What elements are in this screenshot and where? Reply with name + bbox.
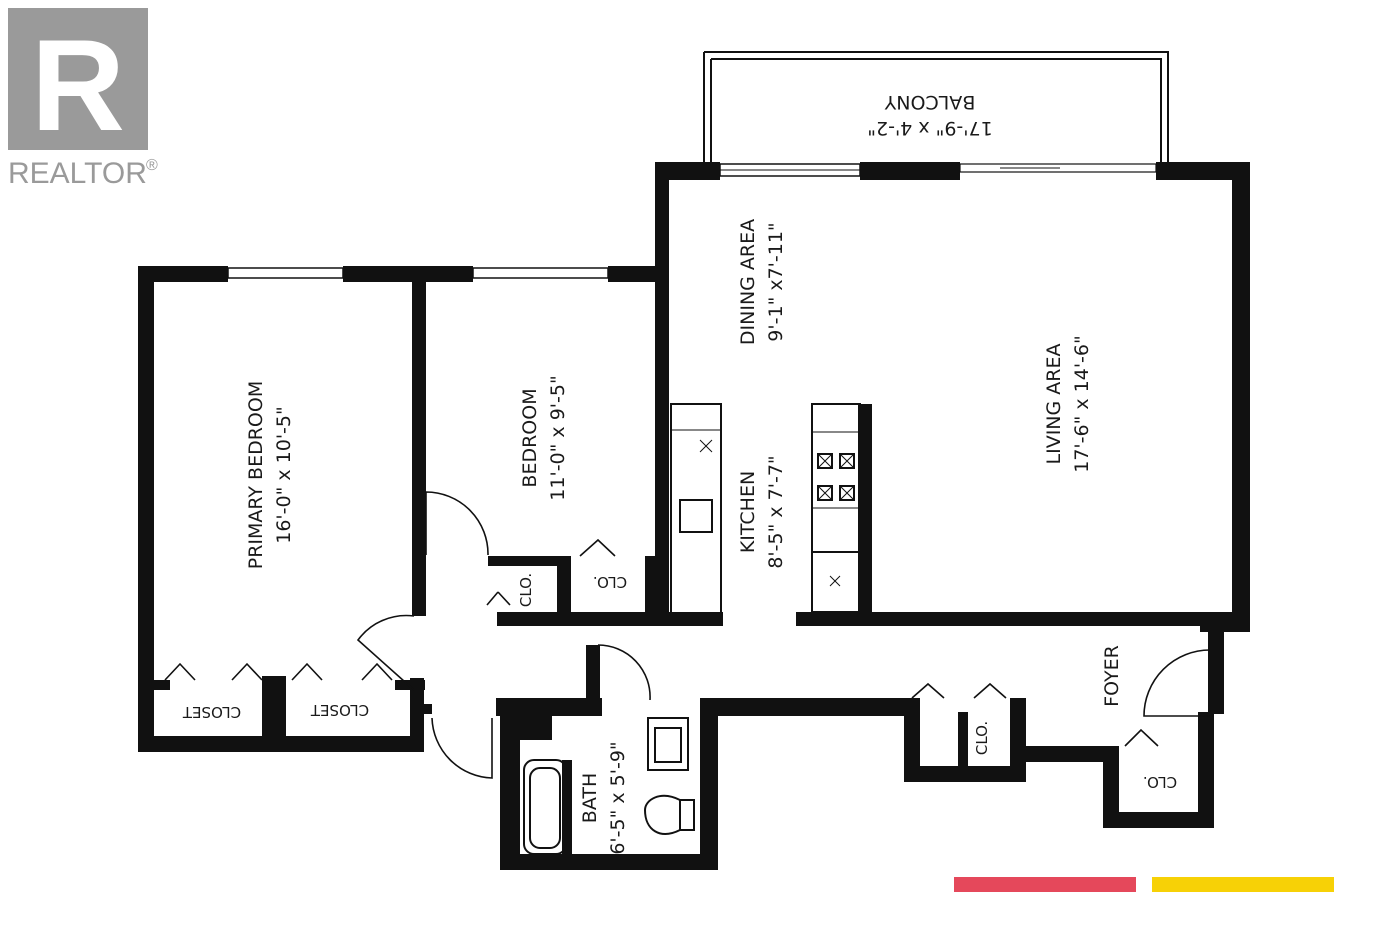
bath-name: BATH (579, 773, 601, 823)
kitchen-dims: 8'-5" x 7'-7" (765, 455, 787, 568)
accent-bar-yellow (1152, 877, 1334, 892)
bedroom-name: BEDROOM (519, 388, 541, 487)
primary-bedroom-label: PRIMARY BEDROOM 16'-0" x 10'-5" (245, 381, 295, 569)
clo-label-2: CLO. (593, 573, 627, 591)
primary-bedroom-name: PRIMARY BEDROOM (245, 381, 267, 569)
kitchen-fixtures (670, 403, 861, 615)
svg-text:CLO.: CLO. (593, 573, 627, 591)
balcony-name: BALCONY (884, 91, 975, 113)
dining-name: DINING AREA (737, 219, 759, 345)
accent-bar-red (954, 877, 1136, 892)
foyer-label: FOYER (1101, 645, 1123, 707)
closet-label-2: CLOSET (310, 701, 369, 719)
bedroom-dims: 11'-0" x 9'-5" (547, 375, 569, 500)
living-label: LIVING AREA 17'-6" x 14'-6" (1043, 335, 1093, 473)
bath-dims: 6'-5" x 5'-9" (607, 741, 629, 854)
logo-letter: R (31, 12, 125, 158)
clo-label-4: CLO. (1143, 773, 1177, 791)
foyer-name: FOYER (1101, 645, 1123, 707)
walls (138, 162, 1250, 870)
balcony-dims: 17'-9" x 4'-2" (867, 117, 992, 139)
bath-fixtures (523, 717, 695, 855)
balcony: 17'-9" x 4'-2" BALCONY (703, 51, 1169, 166)
dining-dims: 9'-1" x7'-11" (765, 222, 787, 341)
svg-text:CLOSET: CLOSET (182, 703, 241, 721)
svg-text:CLO.: CLO. (973, 721, 991, 755)
dining-label: DINING AREA 9'-1" x7'-11" (737, 219, 787, 345)
kitchen-name: KITCHEN (737, 471, 759, 553)
primary-bedroom-dims: 16'-0" x 10'-5" (273, 406, 295, 544)
registered-mark: ® (146, 157, 158, 174)
stove-burners (817, 453, 855, 501)
living-dims: 17'-6" x 14'-6" (1071, 335, 1093, 473)
kitchen-label: KITCHEN 8'-5" x 7'-7" (737, 455, 787, 568)
logo-wordmark: REALTOR (8, 157, 147, 190)
svg-text:CLO.: CLO. (1143, 773, 1177, 791)
clo-label-1: CLO. (517, 573, 535, 607)
doors (164, 491, 1211, 779)
bath-label: BATH 6'-5" x 5'-9" (579, 741, 629, 854)
clo-label-3: CLO. (973, 721, 991, 755)
svg-text:CLO.: CLO. (517, 573, 535, 607)
living-name: LIVING AREA (1043, 344, 1065, 465)
closet-label-1: CLOSET (182, 703, 241, 721)
realtor-logo: R REALTOR ® (8, 8, 158, 190)
bedroom-label: BEDROOM 11'-0" x 9'-5" (519, 375, 569, 500)
svg-text:CLOSET: CLOSET (310, 701, 369, 719)
